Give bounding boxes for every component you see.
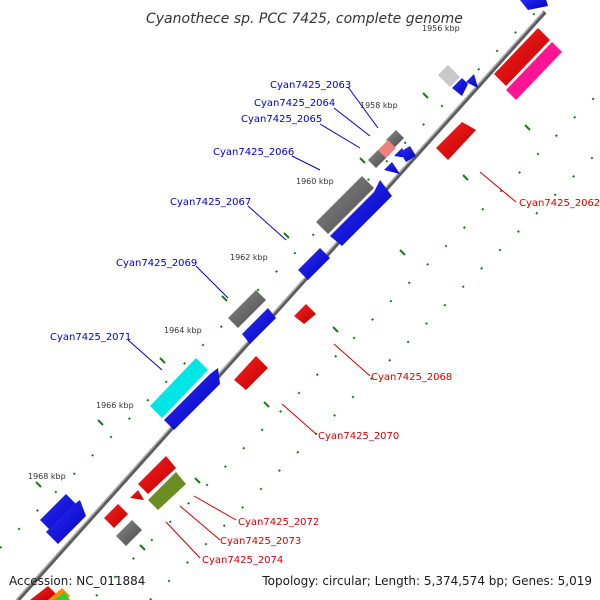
gene-blue-2066[interactable]	[330, 180, 392, 246]
gene-red-2072[interactable]	[138, 456, 176, 494]
gene-blue-2069[interactable]	[242, 308, 276, 344]
tick-label: 1962 kbp	[230, 253, 268, 262]
gene-blue-small-top[interactable]	[452, 74, 478, 96]
gene-blue-2067[interactable]	[298, 248, 330, 280]
gene-label[interactable]: Cyan7425_2070	[318, 431, 399, 442]
gene-gray-2066[interactable]	[316, 176, 374, 234]
scale-dashes	[35, 92, 531, 551]
tick-label: 1964 kbp	[164, 326, 202, 335]
gene-red-2068[interactable]	[294, 304, 316, 324]
gene-red-2062[interactable]	[436, 122, 476, 160]
genome-summary-text: Topology: circular; Length: 5,374,574 bp…	[262, 574, 592, 588]
gene-label[interactable]: Cyan7425_2073	[220, 536, 301, 547]
gene-label[interactable]: Cyan7425_2064	[254, 98, 335, 109]
gene-label[interactable]: Cyan7425_2066	[213, 147, 294, 158]
gene-label[interactable]: Cyan7425_2071	[50, 332, 131, 343]
gene-blue-2071[interactable]	[164, 368, 220, 430]
gene-gray-2069[interactable]	[228, 290, 266, 328]
gene-label[interactable]: Cyan7425_2067	[170, 197, 251, 208]
gene-olive-2072[interactable]	[148, 472, 186, 510]
gene-label[interactable]: Cyan7425_2062	[519, 198, 600, 209]
gene-label[interactable]: Cyan7425_2065	[241, 114, 322, 125]
gene-gray-2074[interactable]	[116, 520, 142, 546]
gene-partial-top[interactable]	[520, 0, 548, 10]
label-leader-lines	[127, 86, 517, 559]
tick-label: 1960 kbp	[296, 177, 334, 186]
tick-label: 1958 kbp	[360, 101, 398, 110]
gene-red-2074[interactable]	[104, 504, 128, 528]
gene-cyan-2071[interactable]	[150, 358, 208, 418]
gene-label[interactable]: Cyan7425_2068	[371, 372, 452, 383]
gene-cluster-1958[interactable]	[368, 130, 416, 174]
gene-lightgray-top[interactable]	[438, 65, 460, 87]
gene-red-2073[interactable]	[130, 490, 144, 500]
gene-label[interactable]: Cyan7425_2074	[202, 555, 283, 566]
genome-backbone	[16, 10, 547, 600]
gene-pink-top[interactable]	[506, 42, 562, 100]
tick-label: 1956 kbp	[422, 24, 460, 33]
gene-red-large-top[interactable]	[494, 28, 550, 86]
gene-red-2070[interactable]	[234, 356, 268, 390]
accession-text: Accession: NC_011884	[9, 574, 146, 588]
tick-label: 1966 kbp	[96, 401, 134, 410]
tick-label: 1968 kbp	[28, 472, 66, 481]
map-title: Cyanothece sp. PCC 7425, complete genome	[146, 11, 463, 27]
gene-label[interactable]: Cyan7425_2069	[116, 258, 197, 269]
gene-blue-left-1968[interactable]	[40, 494, 86, 544]
genome-backbone-highlight	[15, 11, 544, 600]
gene-bottom-partials[interactable]	[30, 586, 70, 600]
gene-label[interactable]: Cyan7425_2072	[238, 517, 319, 528]
gene-label[interactable]: Cyan7425_2063	[270, 80, 351, 91]
